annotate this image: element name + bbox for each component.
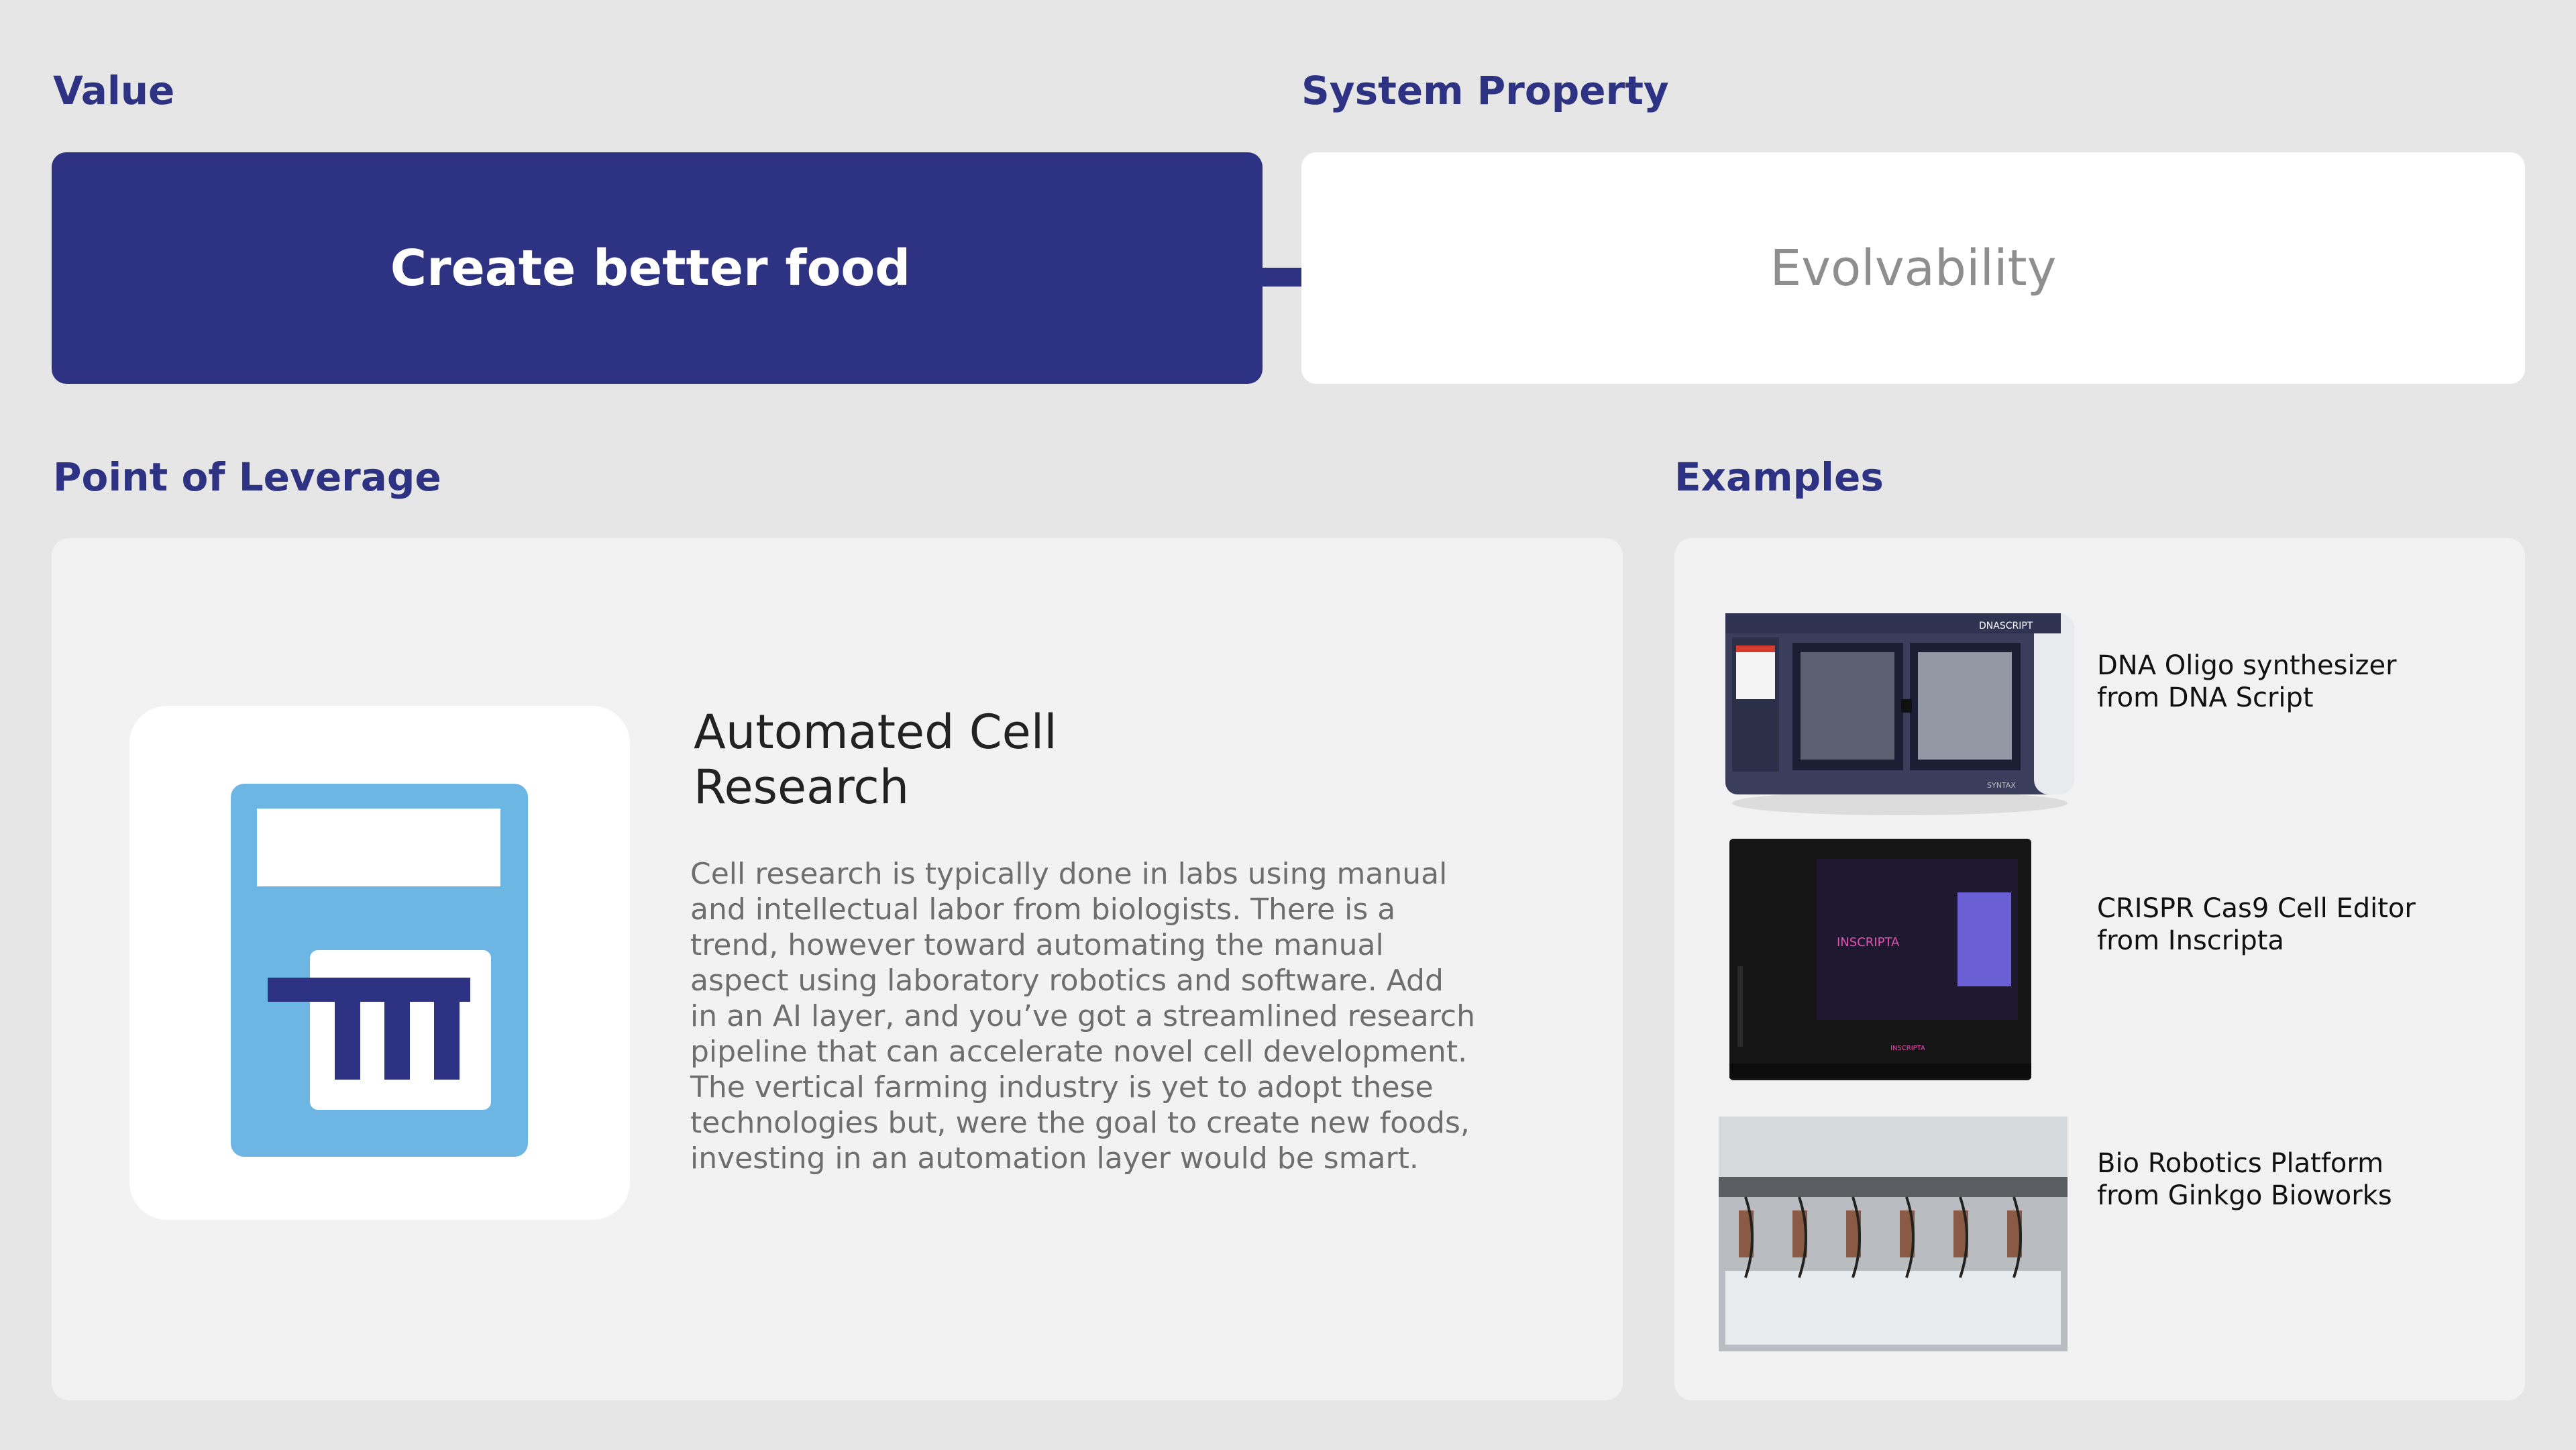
leverage-body-line: trend, however toward automating the man… bbox=[690, 928, 1384, 962]
example-line1: DNA Oligo synthesizer bbox=[2097, 650, 2397, 681]
leverage-body-line: The vertical farming industry is yet to … bbox=[690, 1070, 1434, 1104]
point-of-leverage-label: Point of Leverage bbox=[53, 454, 441, 500]
cell-editor-image: INSCRIPTA INSCRIPTA bbox=[1729, 839, 2031, 1080]
example-line1: CRISPR Cas9 Cell Editor bbox=[2097, 893, 2416, 924]
leverage-body-line: technologies but, were the goal to creat… bbox=[690, 1106, 1470, 1140]
robotics-platform-image bbox=[1719, 1117, 2068, 1351]
leverage-title: Automated Cell Research bbox=[694, 705, 1297, 815]
leverage-body-line: Cell research is typically done in labs … bbox=[690, 857, 1448, 891]
example-dna-synthesizer: DNA Oligo synthesizer from DNA Script bbox=[2097, 650, 2513, 714]
syntax-model-label: SYNTAX bbox=[1987, 781, 2016, 790]
leverage-title-line1: Automated Cell bbox=[694, 705, 1057, 760]
example-line1: Bio Robotics Platform bbox=[2097, 1148, 2384, 1179]
leverage-body-line: aspect using laboratory robotics and sof… bbox=[690, 964, 1444, 998]
leverage-body-line: investing in an automation layer would b… bbox=[690, 1141, 1419, 1176]
leverage-body-line: and intellectual labor from biologists. … bbox=[690, 892, 1396, 927]
example-robotics-platform: Bio Robotics Platform from Ginkgo Biowor… bbox=[2097, 1147, 2513, 1212]
leverage-body-line: in an AI layer, and you’ve got a streaml… bbox=[690, 999, 1475, 1033]
dna-synthesizer-image: DNASCRIPT SYNTAX bbox=[1725, 613, 2074, 815]
example-line2: from DNA Script bbox=[2097, 682, 2314, 713]
value-box: Create better food bbox=[52, 152, 1263, 384]
inscripta-screen-brand: INSCRIPTA bbox=[1837, 935, 1900, 949]
system-property-box: Evolvability bbox=[1301, 152, 2525, 384]
example-cell-editor: CRISPR Cas9 Cell Editor from Inscripta bbox=[2097, 892, 2513, 957]
icon-card bbox=[129, 706, 630, 1220]
dna-script-brand: DNASCRIPT bbox=[1979, 621, 2033, 631]
value-text: Create better food bbox=[390, 239, 911, 297]
lab-equipment-icon bbox=[231, 784, 528, 1157]
leverage-description: Cell research is typically done in labs … bbox=[690, 856, 1582, 1176]
system-property-text: Evolvability bbox=[1770, 239, 2057, 297]
examples-panel: DNASCRIPT SYNTAX DNA Oligo synthesizer f… bbox=[1674, 538, 2525, 1400]
leverage-body-line: pipeline that can accelerate novel cell … bbox=[690, 1035, 1468, 1069]
inscripta-front-brand: INSCRIPTA bbox=[1890, 1045, 1925, 1052]
value-label: Value bbox=[53, 68, 175, 113]
leverage-panel: Automated Cell Research Cell research is… bbox=[52, 538, 1623, 1400]
leverage-title-line2: Research bbox=[694, 760, 910, 815]
system-property-label: System Property bbox=[1301, 68, 1669, 113]
examples-label: Examples bbox=[1674, 454, 1884, 500]
example-line2: from Ginkgo Bioworks bbox=[2097, 1180, 2392, 1211]
example-line2: from Inscripta bbox=[2097, 925, 2284, 956]
